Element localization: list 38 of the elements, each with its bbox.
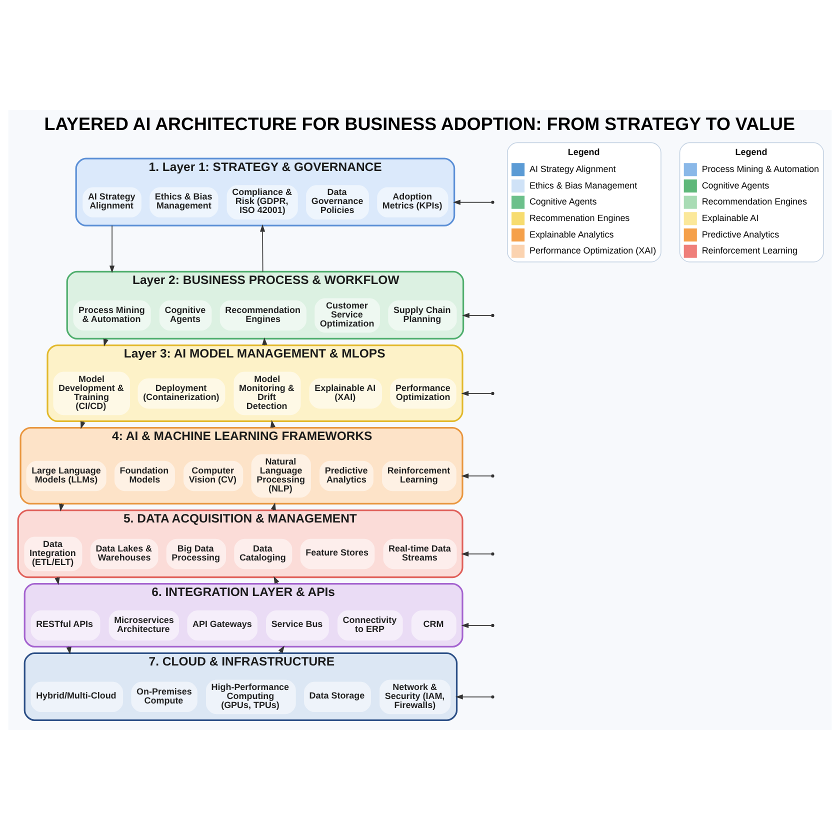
legend-label: Explainable AI: [702, 212, 759, 223]
node-box: Explainable AI (XAI): [309, 378, 382, 409]
arrow: [462, 312, 492, 318]
legend-label: Cognitive Agents: [529, 196, 597, 207]
legend-label: Cognitive Agents: [702, 180, 770, 190]
legend-label: Process Mining & Automation: [702, 164, 819, 174]
arrow: [80, 420, 86, 429]
node-box: Model Development & Training (CI/CD): [53, 372, 130, 416]
legend-label: Recommendation Engines: [702, 196, 808, 207]
arrow: [461, 551, 492, 557]
arrow: [453, 200, 492, 205]
arrow: [461, 473, 492, 479]
arrow: [103, 338, 108, 346]
arrow: [461, 622, 492, 628]
arrow: [461, 390, 492, 396]
legend-label: Ethics & Bias Management: [529, 180, 638, 190]
node-box: Foundation Models: [114, 460, 175, 492]
label: Legend: [568, 146, 600, 157]
legend-label: Reinforcement Learning: [702, 246, 798, 256]
node-box: Deployment (Containerization): [138, 378, 226, 409]
node-box: Natural Language Processing (NLP): [251, 454, 311, 498]
legend-label: AI Strategy Alignment: [529, 164, 616, 174]
node-box: Reinforcement Learning: [382, 460, 456, 492]
arrow: [59, 503, 64, 512]
node-box: Predictive Analytics: [320, 460, 374, 492]
legend-label: Explainable Analytics: [529, 229, 614, 240]
label: Legend: [735, 146, 768, 157]
legend-label: Recommenation Engines: [529, 212, 630, 223]
diagram-title: LAYERED AI ARCHITECTURE FOR BUSINESS ADOPTION: FROM STRATEGY TO VALUE: [44, 114, 795, 134]
arrow: [260, 224, 266, 272]
legend-label: Performance Optimization (XAI): [529, 246, 656, 256]
arrow: [456, 694, 492, 700]
node-box: Large Language Models (LLMs): [26, 460, 106, 492]
legend-label: Predictive Analytics: [702, 229, 780, 240]
arrow: [109, 225, 115, 273]
node-box: Model Monitoring & Drift Detection: [234, 372, 301, 416]
node-box: Performance Optimization: [390, 378, 456, 409]
node-box: Computer Vision (CV): [184, 460, 244, 492]
